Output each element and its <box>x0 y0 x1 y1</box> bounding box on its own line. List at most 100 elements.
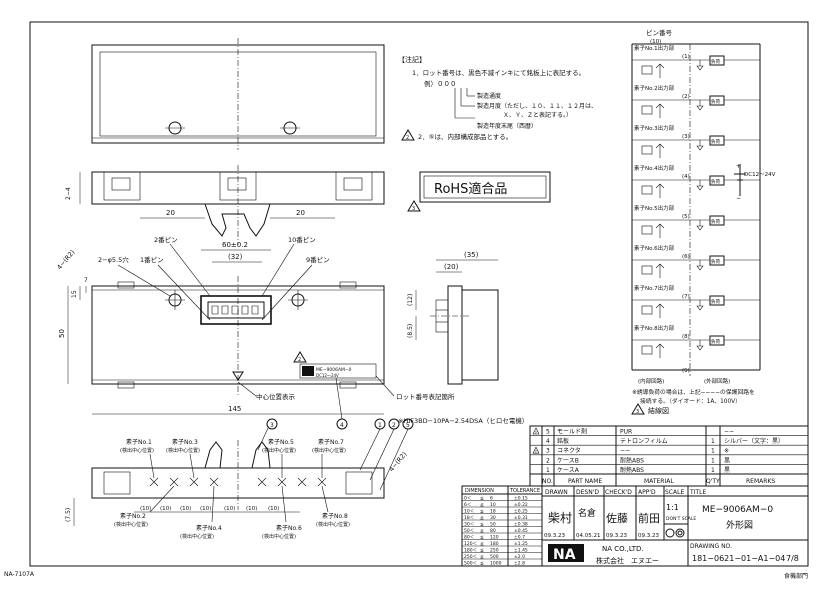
tol-op: ≦ <box>480 523 484 528</box>
element-7-label: 素子No.7 <box>318 438 344 446</box>
circuit-element-label: 素子No.8出力部 <box>634 324 675 332</box>
bom-material: 耐熱ABS <box>620 466 644 474</box>
front-view: ME−9006AM−0 DC12〜24V 2 60±0.2 (32) 145 5… <box>55 236 455 430</box>
note-1-month-a: 製造月度（ただし、１０、１１、１２月は、 <box>477 102 597 110</box>
callout-1: 1 <box>378 422 382 429</box>
tol-from: 50＜ <box>464 528 474 534</box>
bom-no: 2 <box>546 457 550 464</box>
tol-op: ≦ <box>480 536 484 541</box>
sig-checkd: 佐藤 <box>606 511 628 525</box>
element-1-label: 素子No.1 <box>126 438 152 446</box>
circuit-title: 結線図 <box>648 406 669 415</box>
tol-to: 6 <box>490 496 493 502</box>
part-number: ME−9006AM−0 <box>702 505 773 515</box>
callout-3: 3 <box>270 422 274 429</box>
revision-mark-2: 2 <box>406 135 409 141</box>
circuit-pin-label: (8) <box>682 334 690 340</box>
bom-qty: 1 <box>711 457 715 464</box>
load-label: 負荷 <box>711 338 720 345</box>
sig-appd: 前田 <box>638 511 660 525</box>
pitch-10-1: (10) <box>140 506 151 512</box>
load-label: 負荷 <box>711 218 720 225</box>
bom-material: −− <box>620 448 630 455</box>
hole-label: 2−φ5.5穴 <box>98 255 129 264</box>
top-view-case <box>91 38 385 150</box>
tolerance-row: 80＜≦120±0.7 <box>462 532 542 541</box>
tb-drawn: DRAWN <box>545 489 568 496</box>
circuit-pin-label: (9) <box>682 368 690 374</box>
circuit-row: 素子No.7出力部(7)負荷 <box>632 284 760 318</box>
element-6-label: 素子No.6 <box>276 524 302 532</box>
tol-to: 30 <box>490 515 496 521</box>
tolerance-row: 30＜≦50±0.38 <box>462 519 542 528</box>
circuit-row: 素子No.8出力部 (8) 負荷 <box>632 324 760 358</box>
date-checkd: 09.3.23 <box>606 533 627 539</box>
load-box <box>709 55 725 66</box>
circuit-row: 素子No.3出力部(3)負荷 <box>632 124 760 158</box>
tolerance-row: 500＜≦1000±2.8 <box>462 558 542 567</box>
load-label: 負荷 <box>711 98 720 105</box>
load-label: 負荷 <box>711 178 720 185</box>
bom-rev: 3 <box>535 431 537 435</box>
bom-part: コネクタ <box>557 447 581 455</box>
bom-no: 1 <box>546 467 550 474</box>
bom-no: 5 <box>546 429 550 436</box>
company-logo-text: NA <box>553 547 576 563</box>
element-7-sub: (検出中心位置) <box>312 447 346 454</box>
tolerance-row: 250＜≦500±2.0 <box>462 552 542 560</box>
circuit-row: 素子No.5出力部 (5) 負荷 <box>632 204 760 238</box>
tol-from: 6＜ <box>464 502 471 508</box>
tol-from: 80＜ <box>464 535 474 541</box>
bom-material: 耐熱ABS <box>620 456 644 464</box>
note-1-seq: 製造通度 <box>477 92 501 100</box>
tol-to: 10 <box>490 502 496 508</box>
element-2-label: 素子No.2 <box>120 512 146 520</box>
bom-part: モールド剤 <box>557 428 587 436</box>
side-dim-8-5: (8.5) <box>407 324 414 338</box>
dim-32: (32) <box>228 253 243 261</box>
tol-value: ±0.22 <box>514 502 528 508</box>
bom-qty: 1 <box>711 467 715 474</box>
date-drawn: 09.3.23 <box>544 533 565 539</box>
drawing-name: 外形図 <box>726 519 753 531</box>
tolerance-table: DIMENSION TOLERANCE 0＜≦6±0.156＜≦10±0.221… <box>461 485 543 567</box>
note-2: 2．⑤は、内部構成部品とする。 <box>418 132 512 141</box>
bom-rev: 3 <box>535 450 537 454</box>
side-view: (35) (20) (12) (8.5) <box>407 251 499 385</box>
tb-title: TITLE <box>689 489 706 496</box>
transistor-symbol <box>641 105 653 115</box>
note-1-example: 例）０００ <box>424 79 457 88</box>
tol-value: ±0.25 <box>514 509 528 515</box>
tol-from: 0＜ <box>464 496 471 502</box>
circuit-pin-label: (7) <box>682 294 690 300</box>
tol-to: 80 <box>490 528 496 534</box>
transistor-symbol <box>641 65 653 75</box>
tol-to: 18 <box>490 509 496 515</box>
title-block: DRAWN DESN'D CHECK'D APP'D SCALE TITLE 柴… <box>541 485 809 567</box>
outer-circuit-label: (外部回路) <box>704 377 730 385</box>
tb-desnd: DESN'D <box>576 489 599 496</box>
bom-qty: 1 <box>711 438 715 445</box>
lot-position-label: ロット番号表記箇所 <box>396 392 455 401</box>
load-box <box>709 215 725 226</box>
company-logo <box>548 544 584 562</box>
connector-note: ※HIF3BD−10PA−2.54DSA（ヒロセ電機） <box>398 416 528 425</box>
pin-9-label: 9番ピン <box>306 256 330 264</box>
circuit-element-label: 素子No.5出力部 <box>634 204 675 212</box>
wiring-diagram: ピン番号 (10) + − DC12〜24V 素子No.1出力部(1)負荷素子N… <box>631 29 776 415</box>
dim-50: 50 <box>58 329 66 338</box>
circuit-pin-label: (5) <box>682 214 690 220</box>
bom-part: 銘板 <box>557 437 569 445</box>
element-3-sub: (検出中心位置) <box>166 447 200 454</box>
tol-op: ≦ <box>480 549 484 554</box>
tol-op: ≦ <box>480 503 484 508</box>
tol-op: ≦ <box>480 516 484 521</box>
dim-145: 145 <box>228 405 241 413</box>
bom-h-part: PART NAME <box>568 478 602 485</box>
dim-7-5: (7.5) <box>65 508 72 522</box>
side-dim-20: (20) <box>444 263 459 271</box>
notes-block: 【注記】 1．ロット番号は、黒色不滅インキにて銘板上に表記する。 例）０００ 製… <box>398 55 597 141</box>
element-3-label: 素子No.3 <box>172 438 198 446</box>
